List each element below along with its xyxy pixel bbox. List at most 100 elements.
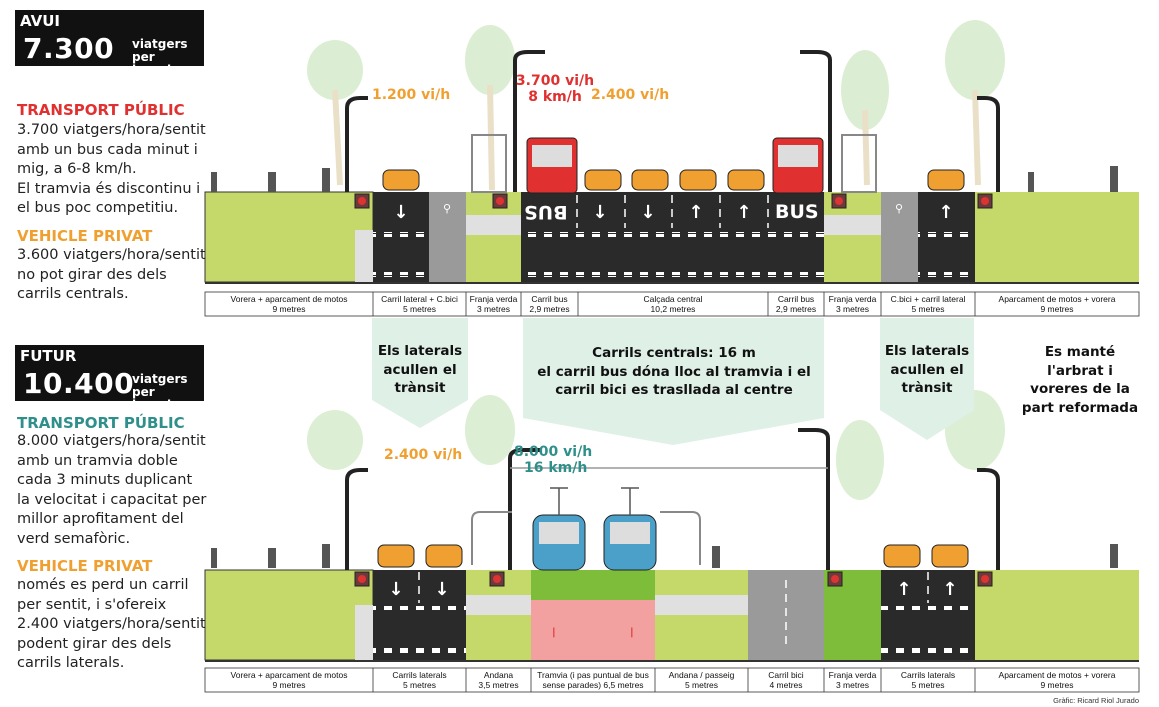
laterals-left-panel <box>372 318 468 428</box>
today-seg-6-width: 2,9 metres <box>775 304 817 314</box>
future-seg-5-width: 5 metres <box>684 680 719 690</box>
today-header: AVUI 7.300 viatgers per hora i sentit <box>15 10 204 90</box>
svg-text:↓: ↓ <box>388 579 403 600</box>
credit: Gràfic: Ricard Riol Jurado <box>1053 696 1139 705</box>
today-flow-bus: 3.700 vi/h 8 km/h <box>515 73 595 105</box>
today-seg-1-name: Vorera + aparcament de motos <box>230 294 348 304</box>
future-transport-heading: TRANSPORT PÚBLIC <box>17 414 185 432</box>
future-seg-8-width: 5 metres <box>911 680 945 690</box>
future-seg-8-name: Carrils laterals <box>900 670 956 680</box>
future-label: FUTUR <box>20 347 77 365</box>
svg-text:↑: ↑ <box>736 202 751 223</box>
tree-row-bottom <box>307 390 1005 500</box>
svg-text:↓: ↓ <box>592 202 607 223</box>
future-unit-line2: hora i sentit <box>132 398 172 425</box>
today-unit-line2: hora i sentit <box>132 63 172 90</box>
today-transport-text: 3.700 viatgers/hora/sentit amb un bus ca… <box>17 122 206 216</box>
future-seg-7-name: Franja verda <box>828 670 877 680</box>
future-seg-1-width: 9 metres <box>272 680 306 690</box>
today-seg-4-name: Carril bus <box>531 294 568 304</box>
note-central: Carrils centrals: 16 m el carril bus dón… <box>537 345 811 398</box>
today-seg-7-width: 3 metres <box>835 304 870 314</box>
today-seg-8-width: 5 metres <box>911 304 945 314</box>
future-flow-tram-volume: 8.000 vi/h <box>514 444 593 460</box>
future-private-text: només es perd un carril per sentit, i s'… <box>17 577 206 671</box>
today-seg-9-name: Aparcament de motos + vorera <box>998 294 1116 304</box>
svg-text:↑: ↑ <box>942 579 957 600</box>
future-seg-7-width: 3 metres <box>835 680 870 690</box>
today-private-heading: VEHICLE PRIVAT <box>17 227 153 245</box>
segment-grid <box>204 291 1140 693</box>
today-flow-bus-speed: 8 km/h <box>528 89 582 105</box>
future-seg-2-width: 5 metres <box>402 680 437 690</box>
svg-text:↑: ↑ <box>938 202 953 223</box>
central-panel <box>523 318 824 445</box>
today-seg-2-name: Carril lateral + C.bici <box>381 294 458 304</box>
today-seg-9-width: 9 metres <box>1040 304 1074 314</box>
svg-text:↑: ↑ <box>896 579 911 600</box>
future-total: 10.400 <box>23 367 135 400</box>
future-flow-left: 2.400 vi/h <box>384 447 463 463</box>
future-private-heading: VEHICLE PRIVAT <box>17 557 153 575</box>
svg-text:|: | <box>630 627 634 638</box>
svg-text:|: | <box>552 627 556 638</box>
future-street: ↓↓↑↑ || <box>204 428 1139 662</box>
today-private-text: 3.600 viatgers/hora/sentit no pot girar … <box>17 247 206 302</box>
svg-text:⚲: ⚲ <box>443 202 451 215</box>
future-transport-text: 8.000 viatgers/hora/sentit amb un tramvi… <box>17 433 207 547</box>
today-seg-7-name: Franja verda <box>828 294 877 304</box>
today-seg-1-width: 9 metres <box>272 304 306 314</box>
today-seg-3-width: 3 metres <box>476 304 511 314</box>
future-seg-5-name: Andana / passeig <box>668 670 735 680</box>
today-seg-3-name: Franja verda <box>469 294 518 304</box>
svg-text:↓: ↓ <box>640 202 655 223</box>
today-label: AVUI <box>20 12 60 30</box>
today-seg-5-width: 10,2 metres <box>650 304 696 314</box>
future-unit-line1: viatgers per <box>132 372 188 399</box>
future-seg-6-width: 4 metres <box>769 680 803 690</box>
today-unit: viatgers per hora i sentit <box>132 38 204 90</box>
future-unit: viatgers per hora i sentit <box>132 373 204 425</box>
svg-text:⚲: ⚲ <box>895 202 903 215</box>
future-seg-6-name: Carril bici <box>768 670 804 680</box>
future-header: FUTUR 10.400 viatgers per hora i sentit <box>15 345 204 425</box>
bus-lane-label-left: BUS <box>524 201 568 223</box>
today-flow-right: 2.400 vi/h <box>591 87 670 103</box>
bus-lane-label-right: BUS <box>775 201 819 223</box>
future-seg-4-name: Tramvia (i pas puntual de bus sense para… <box>537 670 649 690</box>
today-seg-2-width: 5 metres <box>402 304 437 314</box>
today-flow-bus-volume: 3.700 vi/h <box>515 73 595 89</box>
note-trees: Es manté l'arbrat i voreres de la part r… <box>1021 344 1139 416</box>
laterals-right-panel <box>880 318 974 440</box>
note-laterals-left: Els laterals acullen el trànsit <box>377 343 463 396</box>
future-flow-tram-speed: 16 km/h <box>524 460 588 476</box>
today-seg-5-name: Calçada central <box>643 294 703 304</box>
today-flow-left: 1.200 vi/h <box>372 87 451 103</box>
future-seg-4: Tramvia (i pas puntual de bus sense para… <box>531 670 655 690</box>
future-seg-1-name: Vorera + aparcament de motos <box>230 670 348 680</box>
future-seg-3-name: Andana <box>483 670 514 680</box>
today-seg-8-name: C.bici + carril lateral <box>890 294 966 304</box>
today-total: 7.300 <box>23 32 115 65</box>
today-unit-line1: viatgers per <box>132 37 188 64</box>
tree-row-top <box>307 20 1005 191</box>
future-flow-tram: 8.000 vi/h 16 km/h <box>514 444 592 476</box>
future-seg-9-width: 9 metres <box>1040 680 1074 690</box>
